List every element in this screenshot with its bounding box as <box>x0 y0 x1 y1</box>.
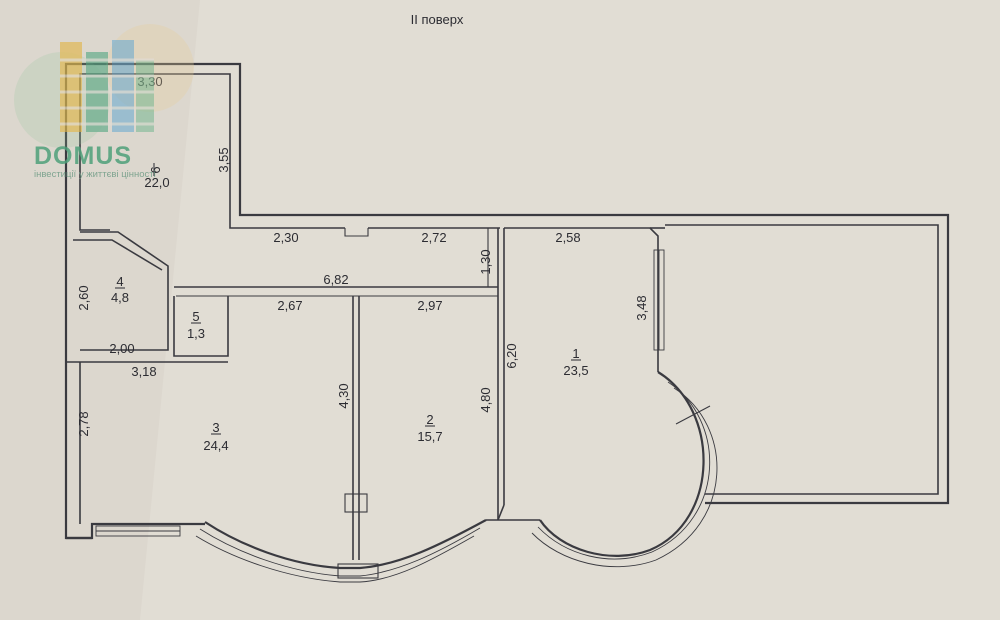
room-labels: 6 22,0 4 4,8 5 1,3 3 24,4 2 15,7 1 23,5 <box>111 163 589 453</box>
dim-room6-side: 3,55 <box>216 147 231 172</box>
room1-area: 23,5 <box>563 363 588 378</box>
dim-room3-top: 3,18 <box>131 364 156 379</box>
room5-number: 5 <box>192 309 199 324</box>
hall-walls <box>66 222 505 560</box>
column <box>344 493 368 513</box>
room6-area: 22,0 <box>144 175 169 190</box>
dim-corridor-right: 2,72 <box>421 230 446 245</box>
dim-hall-length: 6,82 <box>323 272 348 287</box>
room6-number: 6 <box>148 166 163 173</box>
room2-number: 2 <box>426 412 433 427</box>
logo-buildings <box>60 40 154 132</box>
dim-corridor-height: 1,30 <box>478 249 493 274</box>
dim-room4-bottom: 2,00 <box>109 341 134 356</box>
dim-room2-top: 2,97 <box>417 298 442 313</box>
room2-area: 15,7 <box>417 429 442 444</box>
dim-room1-top: 2,58 <box>555 230 580 245</box>
room3-area: 24,4 <box>203 438 228 453</box>
dim-room3-side: 2,78 <box>76 411 91 436</box>
dim-room1-left: 6,20 <box>504 343 519 368</box>
room4-number: 4 <box>116 274 123 289</box>
paper-shadow <box>0 0 200 620</box>
dim-room3-top-top: 2,67 <box>277 298 302 313</box>
logo-wordmark: DOMUS <box>34 142 132 170</box>
dim-room3-right: 4,30 <box>336 383 351 408</box>
room1-walls <box>504 227 665 372</box>
logo-tagline: інвестиції у життєві цінності <box>34 169 156 180</box>
room3-number: 3 <box>212 420 219 435</box>
room1-number: 1 <box>572 346 579 361</box>
dim-room4-side: 2,60 <box>76 285 91 310</box>
room4-area: 4,8 <box>111 290 129 305</box>
dim-room2-right: 4,80 <box>478 387 493 412</box>
dim-room1-window-wall: 3,48 <box>634 295 649 320</box>
dimension-labels: 3,30 3,55 2,30 2,72 1,30 2,58 3,48 6,20 … <box>76 74 649 437</box>
dim-corridor-left: 2,30 <box>273 230 298 245</box>
bay-windows <box>66 362 718 583</box>
room5-area: 1,3 <box>187 326 205 341</box>
domus-logo: DOMUS інвестиції у життєві цінності <box>14 24 194 180</box>
bay-pillar <box>337 563 379 579</box>
floor-title: II поверх <box>411 12 464 27</box>
